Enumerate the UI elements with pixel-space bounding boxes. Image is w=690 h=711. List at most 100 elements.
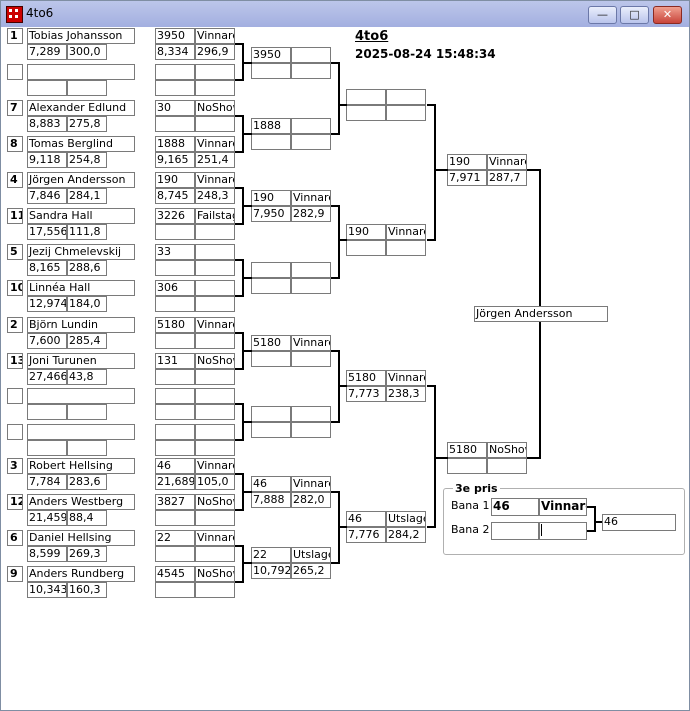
lane-field[interactable]: 46 [346,511,386,527]
score-field[interactable]: 9,118 [27,152,67,168]
result-field[interactable]: Vinnare [195,530,235,546]
player-name-field[interactable]: Joni Turunen [27,353,135,369]
lane-field[interactable]: 306 [155,280,195,296]
score-field[interactable]: 269,3 [67,546,107,562]
time-field[interactable] [195,404,235,420]
result-field[interactable]: Utslagen [291,547,331,563]
time-field[interactable]: 7,971 [447,170,487,186]
result-field[interactable]: NoShow [195,566,235,582]
result-field[interactable]: Vinnare [487,154,527,170]
time-field[interactable] [195,116,235,132]
player-name-field[interactable] [27,388,135,404]
player-name-field[interactable]: Jezij Chmelevskij [27,244,135,260]
time-field[interactable] [155,404,195,420]
score-field[interactable]: 288,6 [67,260,107,276]
time-field[interactable] [155,116,195,132]
result-field[interactable] [195,424,235,440]
lane-field[interactable]: 22 [155,530,195,546]
lane-field[interactable] [251,262,291,278]
score-field[interactable]: 43,8 [67,369,107,385]
time-field[interactable] [195,333,235,349]
score-field[interactable] [67,404,107,420]
time-field[interactable] [195,546,235,562]
time-field[interactable]: 251,4 [195,152,235,168]
time-field[interactable] [155,369,195,385]
score-field[interactable]: 284,1 [67,188,107,204]
time-field[interactable] [346,105,386,121]
score-field[interactable]: 7,289 [27,44,67,60]
time-field[interactable]: 21,689 [155,474,195,490]
player-name-field[interactable]: Sandra Hall [27,208,135,224]
lane-field[interactable]: 1888 [155,136,195,152]
lane-field[interactable]: 131 [155,353,195,369]
lane-field[interactable] [155,424,195,440]
time-field[interactable]: 105,0 [195,474,235,490]
score-field[interactable]: 254,8 [67,152,107,168]
time-field[interactable] [155,224,195,240]
score-field[interactable]: 111,8 [67,224,107,240]
lane-field[interactable]: 190 [346,224,386,240]
time-field[interactable] [195,369,235,385]
lane-field[interactable]: 3950 [155,28,195,44]
score-field[interactable]: 27,466 [27,369,67,385]
result-field[interactable]: Vinnare [195,458,235,474]
time-field[interactable] [195,80,235,96]
time-field[interactable] [291,278,331,294]
player-name-field[interactable] [27,64,135,80]
lane-field[interactable]: 3950 [251,47,291,63]
lane-field[interactable]: 46 [155,458,195,474]
bana1-result-field[interactable]: Vinnare [539,498,587,516]
score-field[interactable]: 184,0 [67,296,107,312]
time-field[interactable]: 248,3 [195,188,235,204]
time-field[interactable] [291,134,331,150]
time-field[interactable]: 7,950 [251,206,291,222]
lane-field[interactable]: 190 [155,172,195,188]
score-field[interactable] [67,80,107,96]
result-field[interactable] [195,388,235,404]
time-field[interactable] [291,351,331,367]
player-name-field[interactable]: Anders Westberg [27,494,135,510]
result-field[interactable]: NoShow [487,442,527,458]
player-name-field[interactable]: Daniel Hellsing [27,530,135,546]
time-field[interactable] [251,351,291,367]
lane-field[interactable]: 5180 [346,370,386,386]
champion-field[interactable]: Jörgen Andersson [474,306,608,322]
score-field[interactable] [27,404,67,420]
lane-field[interactable]: 3226 [155,208,195,224]
lane-field[interactable]: 5180 [251,335,291,351]
time-field[interactable] [155,80,195,96]
time-field[interactable] [155,440,195,456]
score-field[interactable]: 8,883 [27,116,67,132]
time-field[interactable] [291,63,331,79]
result-field[interactable] [291,47,331,63]
result-field[interactable]: Vinnare [291,190,331,206]
time-field[interactable] [195,260,235,276]
result-field[interactable]: Utslagen [386,511,426,527]
lane-field[interactable]: 46 [251,476,291,492]
score-field[interactable]: 21,459 [27,510,67,526]
time-field[interactable] [155,546,195,562]
score-field[interactable]: 8,599 [27,546,67,562]
time-field[interactable]: 265,2 [291,563,331,579]
result-field[interactable]: NoShow [195,353,235,369]
time-field[interactable] [346,240,386,256]
time-field[interactable] [155,296,195,312]
score-field[interactable]: 285,4 [67,333,107,349]
result-field[interactable]: Failstage [195,208,235,224]
player-name-field[interactable]: Björn Lundin [27,317,135,333]
time-field[interactable]: 8,745 [155,188,195,204]
lane-field[interactable]: 30 [155,100,195,116]
result-field[interactable]: Vinnare [386,370,426,386]
time-field[interactable]: 282,9 [291,206,331,222]
minimize-button[interactable]: — [588,6,617,24]
result-field[interactable]: Vinnare [291,335,331,351]
lane-field[interactable] [251,406,291,422]
time-field[interactable]: 10,792 [251,563,291,579]
time-field[interactable] [487,458,527,474]
lane-field[interactable]: 1888 [251,118,291,134]
time-field[interactable]: 238,3 [386,386,426,402]
time-field[interactable]: 8,334 [155,44,195,60]
time-field[interactable] [195,224,235,240]
result-field[interactable]: Vinnare [195,28,235,44]
time-field[interactable]: 287,7 [487,170,527,186]
